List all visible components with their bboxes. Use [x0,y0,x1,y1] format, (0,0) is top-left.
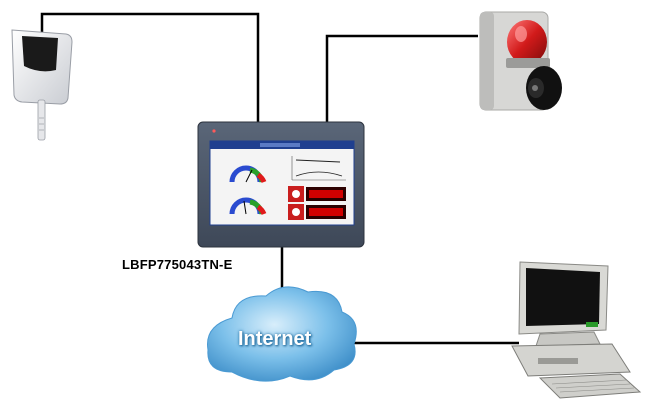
touch-panel-hmi-icon [197,121,365,248]
internet-label: Internet [238,328,312,350]
gauge-bottom-icon [229,197,267,216]
desktop-computer-icon [511,261,642,399]
beacon-siren-icon [479,11,562,111]
connectors [40,12,519,345]
alarm-indicator-icon [288,186,304,220]
trend-chart-icon [291,156,346,181]
device-model-label: LBFP775043TN-E [122,257,233,272]
link-alarm-hmi [325,34,478,122]
internet-cloud-icon [207,286,357,382]
digital-readout-icon [306,187,346,219]
temperature-humidity-sensor-icon [11,29,73,141]
link-sensor-hmi [40,12,260,122]
gauge-top-icon [229,165,267,184]
